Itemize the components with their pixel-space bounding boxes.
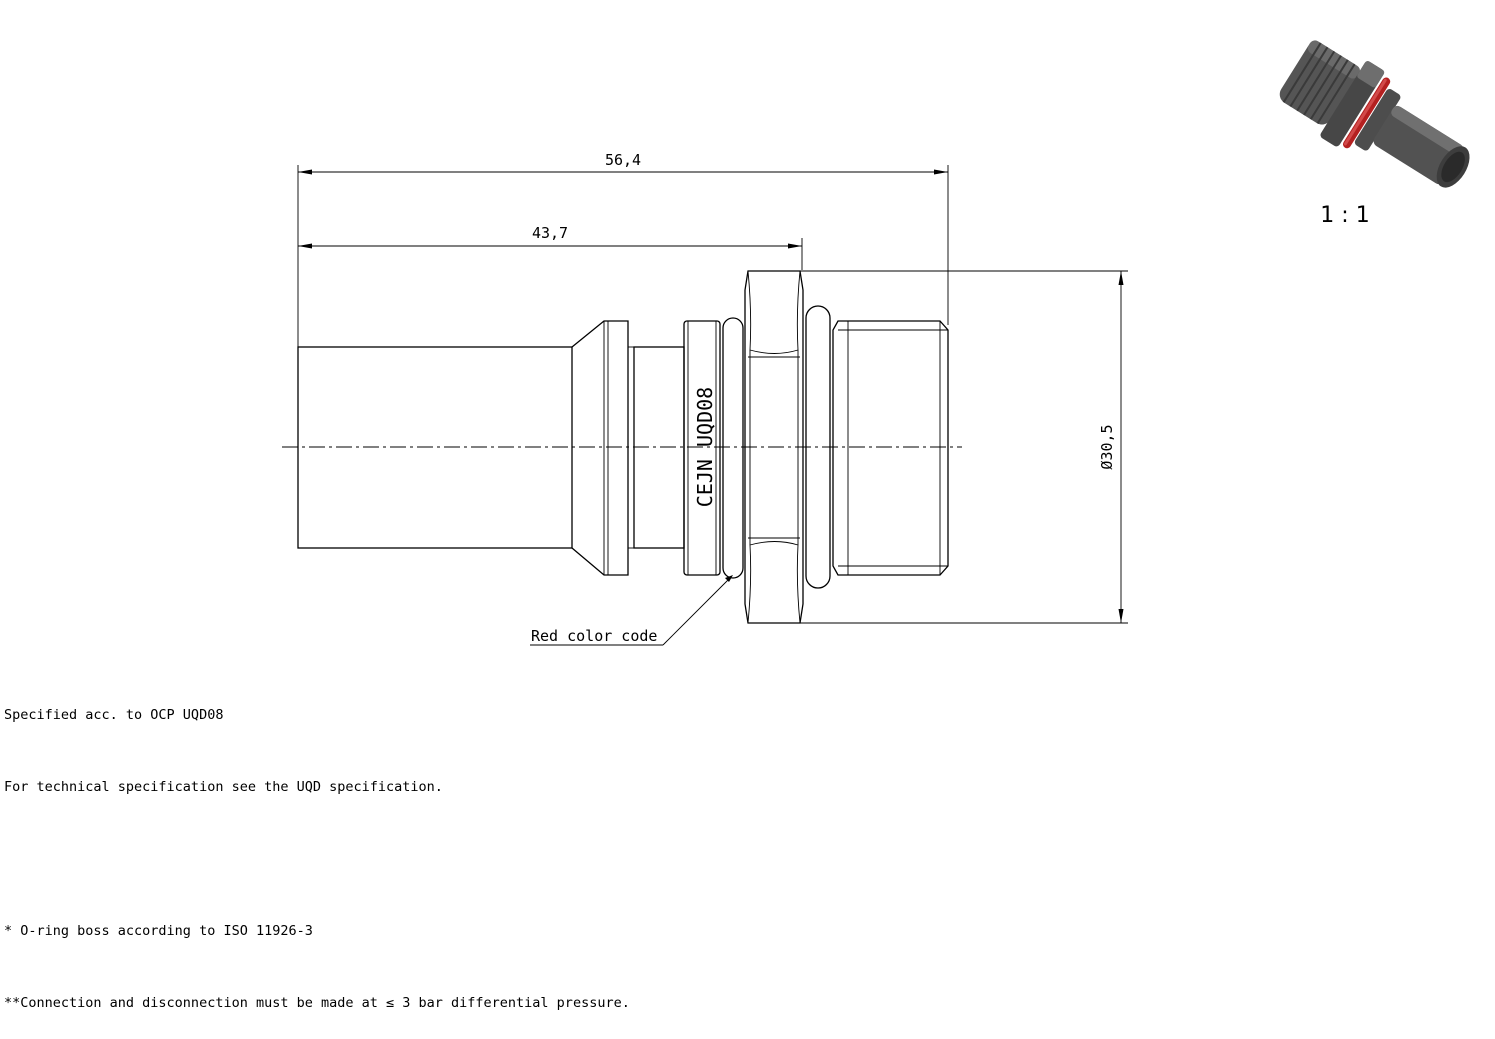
- technical-drawing: 56,4 43,7 Ø30,5: [282, 40, 1470, 646]
- red-color-code-callout: Red color code: [530, 575, 733, 646]
- overall-length-label: 56,4: [605, 151, 641, 169]
- tech-spec-note: For technical specification see the UQD …: [4, 779, 443, 795]
- dimension-overall-length: 56,4: [297, 151, 949, 348]
- notes-spacer: [4, 847, 630, 871]
- footnote-oring: * O-ring boss according to ISO 11926-3: [4, 923, 313, 939]
- drawing-notes: Specified acc. to OCP UQD08 For technica…: [4, 655, 630, 1039]
- isometric-preview: [1279, 40, 1470, 188]
- partial-length-label: 43,7: [532, 224, 568, 242]
- spec-note: Specified acc. to OCP UQD08: [4, 707, 224, 723]
- footnote-pressure: **Connection and disconnection must be m…: [4, 995, 630, 1011]
- dimension-diameter: Ø30,5: [800, 270, 1128, 624]
- scale-label: 1 : 1: [1320, 203, 1369, 228]
- dimension-partial-length: 43,7: [298, 224, 803, 270]
- diameter-label: Ø30,5: [1098, 424, 1116, 469]
- red-color-code-label: Red color code: [531, 627, 657, 645]
